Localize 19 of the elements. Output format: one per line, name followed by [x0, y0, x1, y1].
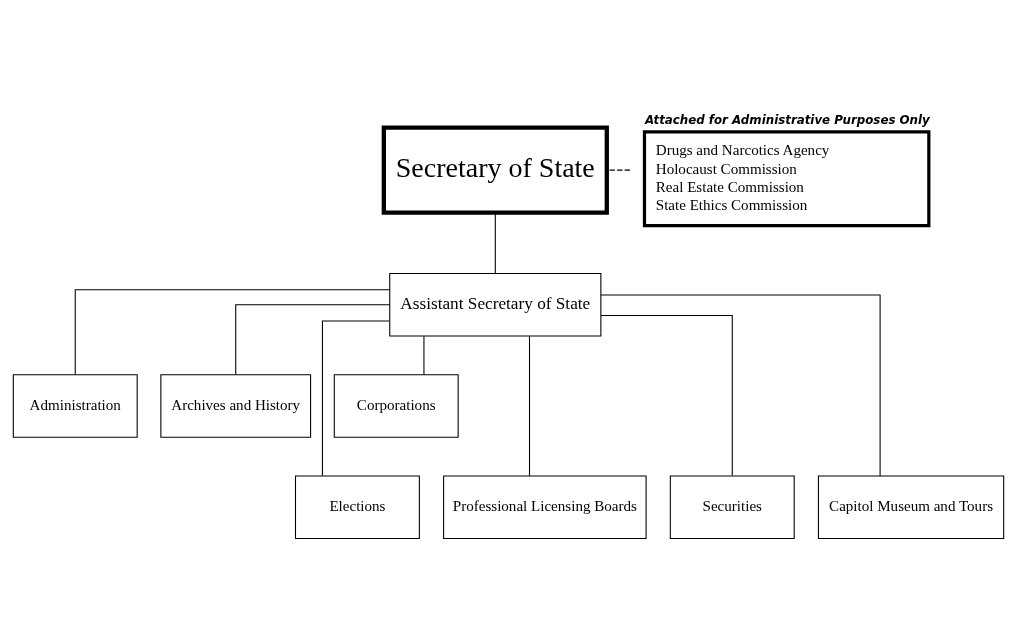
node-box: Professional Licensing Boards [442, 475, 647, 540]
connector [528, 335, 530, 477]
connector [321, 320, 390, 477]
node-box: Secretary of State [381, 125, 609, 215]
node-box: Administration [12, 374, 138, 438]
node-box: Elections [294, 475, 420, 540]
node-box: Archives and History [159, 374, 311, 438]
connector [494, 212, 496, 274]
node-box: Drugs and Narcotics Agency Holocaust Commission Real Estate Commission State Ethics Commission [642, 130, 930, 228]
node-box: Corporations [333, 374, 459, 438]
connector [234, 304, 390, 376]
connector [599, 294, 881, 477]
connector [422, 335, 424, 376]
node-box: Capitol Museum and Tours [817, 475, 1004, 540]
connector [599, 315, 733, 477]
connector [74, 289, 390, 376]
node-label: Attached for Administrative Purposes Only [644, 112, 930, 127]
node-box: Securities [669, 475, 795, 540]
node-box: Assistant Secretary of State [388, 273, 601, 337]
